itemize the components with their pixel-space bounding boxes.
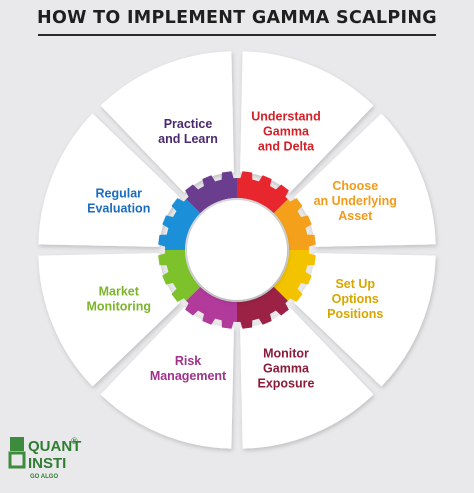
center-hub [187, 200, 287, 300]
step-label-line: Choose [332, 179, 378, 193]
step-label-line: Options [332, 292, 379, 306]
logo-text-insti: INSTI [28, 455, 66, 472]
step-segment-8 [100, 51, 234, 193]
gear-ring-segment-6 [158, 250, 201, 302]
step-label-line: and Delta [258, 140, 315, 154]
step-label-line: and Learn [158, 132, 218, 146]
step-label-line: Monitor [263, 346, 309, 360]
step-label-line: Management [150, 369, 227, 383]
step-segment-7 [38, 113, 180, 247]
step-label-line: an Underlying [314, 194, 397, 208]
gear-ring-segment-8 [185, 171, 237, 214]
step-label-line: Risk [175, 354, 201, 368]
quantinsti-logo: QUANT INSTI GO ALGO ® [8, 436, 81, 480]
step-segment-5 [100, 307, 234, 449]
step-label-line: Set Up [335, 277, 375, 291]
gear-ring-segment-5 [185, 286, 237, 329]
gear-ring-segment-3 [273, 250, 316, 302]
title-underline [38, 34, 436, 36]
step-label-line: Positions [327, 307, 383, 321]
step-label-line: Regular [95, 187, 142, 201]
gear-ring-segment-2 [273, 198, 316, 250]
step-segment-3 [294, 253, 436, 387]
logo-text-quant: QUANT [28, 438, 81, 455]
step-label-line: Market [99, 284, 140, 298]
gear-ring-segment-4 [237, 286, 289, 329]
step-label-line: Evaluation [87, 202, 150, 216]
step-label-line: Understand [251, 110, 320, 124]
step-label-line: Monitoring [86, 299, 151, 313]
logo-mark-bottom [8, 451, 26, 469]
step-label-line: Gamma [263, 125, 310, 139]
logo-tagline: GO ALGO [30, 474, 58, 480]
step-label-line: Gamma [263, 361, 310, 375]
step-segment-4 [240, 307, 374, 449]
step-segment-2 [294, 113, 436, 247]
logo-registered-mark: ® [71, 436, 78, 446]
step-segment-1 [240, 51, 374, 193]
step-segment-6 [38, 253, 180, 387]
step-label-line: Exposure [257, 376, 314, 390]
gear-ring-segment-7 [158, 198, 201, 250]
step-label-line: Practice [164, 117, 213, 131]
step-label-line: Asset [338, 209, 373, 223]
gear-ring-segment-1 [237, 171, 289, 214]
logo-mark-top [10, 437, 24, 451]
page-title: HOW TO IMPLEMENT GAMMA SCALPING [37, 8, 437, 28]
